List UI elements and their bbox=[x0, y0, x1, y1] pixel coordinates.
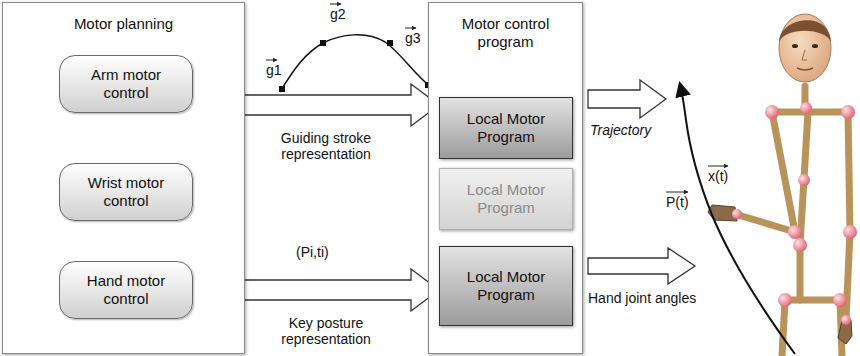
program-panel: Motor control programLocal Motor Program… bbox=[428, 2, 583, 354]
vector-label: g1 bbox=[266, 62, 282, 78]
node-text: Motor control program bbox=[447, 15, 565, 51]
vector-label: g3 bbox=[405, 30, 421, 46]
key-posture-label: (Pi,ti) bbox=[296, 244, 329, 260]
vector-label: x(t) bbox=[708, 168, 728, 184]
control-module: Wrist motor control bbox=[59, 163, 193, 221]
control-module: Hand motor control bbox=[59, 261, 193, 319]
control-module: Arm motor control bbox=[59, 55, 193, 113]
node-text: Motor planning bbox=[74, 15, 173, 33]
virtual-human bbox=[708, 14, 857, 356]
node-text: Local Motor Program bbox=[448, 181, 564, 217]
trajectory-curve bbox=[680, 84, 795, 354]
via-points bbox=[279, 40, 431, 92]
node-text: Hand motor control bbox=[68, 272, 184, 308]
vector-label: g2 bbox=[330, 6, 346, 22]
output-arrow bbox=[588, 248, 695, 284]
edge-label: Guiding stroke representation bbox=[261, 130, 391, 162]
output-label: Trajectory bbox=[590, 122, 651, 138]
program-box-inactive: Local Motor Program bbox=[439, 168, 573, 230]
edge-label: Key posture representation bbox=[261, 315, 391, 347]
node-text: Wrist motor control bbox=[68, 174, 184, 210]
vector-label: P(t) bbox=[666, 194, 689, 210]
node-text: Arm motor control bbox=[68, 66, 184, 102]
node-text: Local Motor Program bbox=[448, 268, 564, 304]
program-box: Local Motor Program bbox=[439, 246, 573, 326]
output-arrow bbox=[588, 80, 666, 118]
program-box: Local Motor Program bbox=[439, 97, 573, 159]
planning-panel: Motor planningArm motor controlWrist mot… bbox=[2, 2, 245, 354]
node-text: Local Motor Program bbox=[448, 110, 564, 146]
output-label: Hand joint angles bbox=[588, 290, 696, 306]
